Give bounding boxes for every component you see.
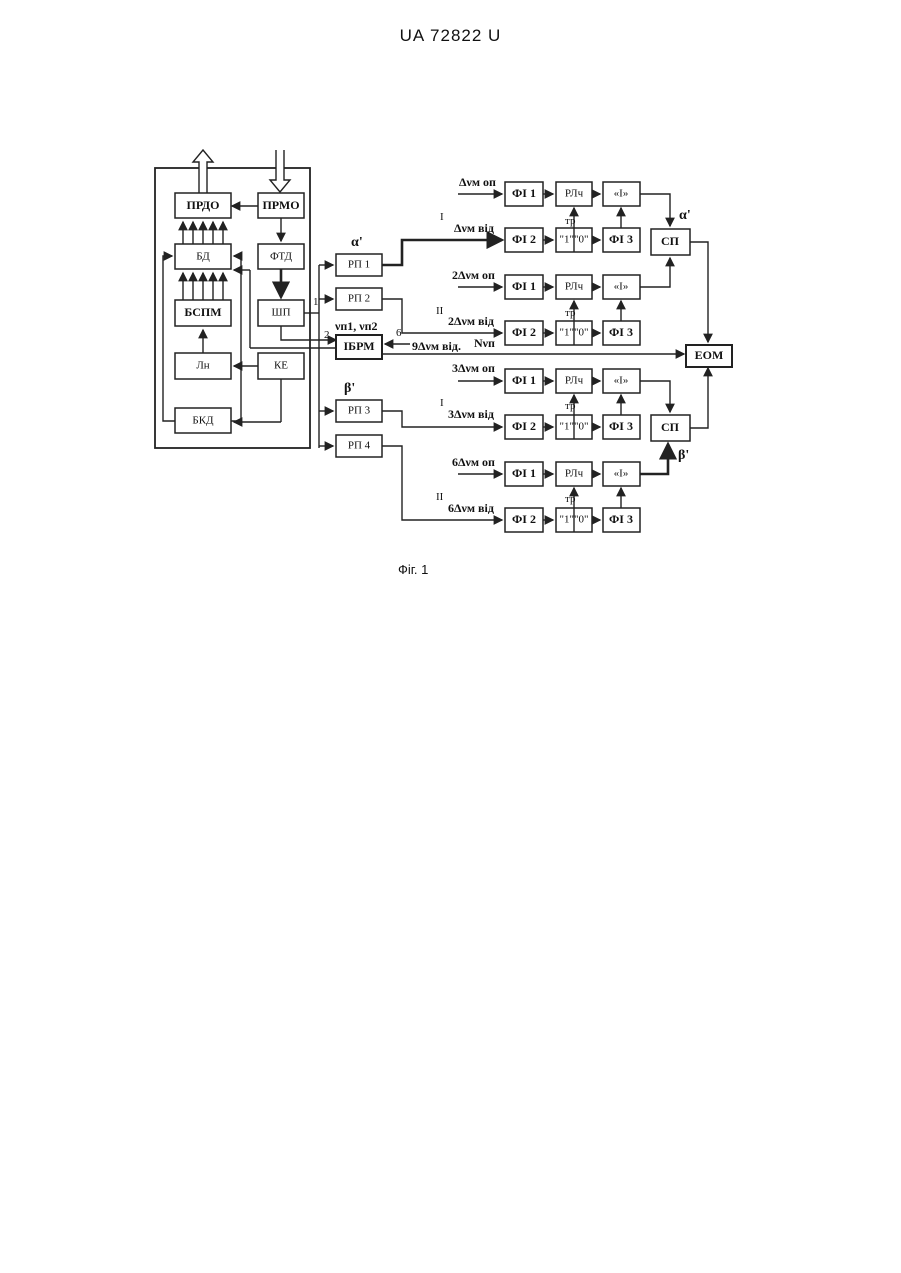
svg-text:I: I bbox=[440, 397, 444, 409]
alpha-left-label: α' bbox=[351, 235, 363, 250]
output-hollow-arrow bbox=[193, 150, 213, 193]
svg-text:«І»: «І» bbox=[614, 281, 629, 293]
svg-text:«І»: «І» bbox=[614, 468, 629, 480]
svg-text:ФІ 2: ФІ 2 bbox=[512, 419, 536, 433]
svg-text:2Δνм від: 2Δνм від bbox=[448, 314, 494, 328]
rp3-label: РП 3 bbox=[348, 405, 371, 417]
port2-label: 2 bbox=[324, 329, 330, 341]
svg-text:ФІ 3: ФІ 3 bbox=[609, 232, 633, 246]
svg-text:РЛч: РЛч bbox=[565, 188, 584, 200]
svg-text:"1""0": "1""0" bbox=[560, 327, 589, 339]
svg-text:II: II bbox=[436, 305, 444, 317]
input9-label: 9Δνм від. bbox=[412, 339, 461, 353]
shp-bus bbox=[304, 265, 333, 448]
bd-label: БД bbox=[196, 251, 210, 263]
rp4-label: РП 4 bbox=[348, 440, 371, 452]
svg-text:ФІ 1: ФІ 1 bbox=[512, 279, 536, 293]
shp-label: ШП bbox=[271, 307, 290, 319]
svg-text:3Δνм оп: 3Δνм оп bbox=[452, 361, 495, 375]
input-hollow-arrow bbox=[270, 150, 290, 192]
svg-text:РЛч: РЛч bbox=[565, 281, 584, 293]
ke-label: КЕ bbox=[274, 360, 288, 372]
svg-text:«І»: «І» bbox=[614, 188, 629, 200]
svg-text:"1""0": "1""0" bbox=[560, 421, 589, 433]
svg-text:2Δνм оп: 2Δνм оп bbox=[452, 268, 495, 282]
prmo-label: ПРМО bbox=[262, 198, 299, 212]
beta-right-label: β' bbox=[678, 448, 689, 463]
nu-pair-label: νп1, νп2 bbox=[334, 319, 378, 333]
svg-text:ФІ 1: ФІ 1 bbox=[512, 466, 536, 480]
figure-caption: Фіг. 1 bbox=[398, 562, 428, 577]
svg-text:II: II bbox=[436, 491, 444, 503]
eom-label: ЕОМ bbox=[695, 348, 724, 362]
bspm-label: БСПМ bbox=[184, 305, 221, 319]
sp-beta-label: СП bbox=[661, 420, 680, 434]
svg-text:ФІ 2: ФІ 2 bbox=[512, 232, 536, 246]
ibrm-label: ІБРМ bbox=[343, 339, 374, 353]
beta-left-label: β' bbox=[344, 381, 355, 396]
svg-text:6Δνм оп: 6Δνм оп bbox=[452, 455, 495, 469]
svg-text:"1""0": "1""0" bbox=[560, 514, 589, 526]
bkd-label: БКД bbox=[192, 415, 214, 427]
rp-outputs bbox=[382, 240, 502, 520]
sp-alpha-label: СП bbox=[661, 234, 680, 248]
svg-text:тр: тр bbox=[565, 493, 576, 505]
ftd-label: ФТД bbox=[270, 251, 292, 263]
svg-text:тр: тр bbox=[565, 215, 576, 227]
svg-text:тр: тр bbox=[565, 400, 576, 412]
svg-text:ФІ 2: ФІ 2 bbox=[512, 325, 536, 339]
svg-text:тр: тр bbox=[565, 307, 576, 319]
port1-label: 1 bbox=[313, 296, 319, 308]
n-nu-label: Nνп bbox=[474, 336, 495, 350]
svg-text:ФІ 3: ФІ 3 bbox=[609, 512, 633, 526]
ln-label: Лн bbox=[196, 360, 209, 372]
svg-text:6Δνм від: 6Δνм від bbox=[448, 501, 494, 515]
svg-text:I: I bbox=[440, 211, 444, 223]
svg-text:ФІ 3: ФІ 3 bbox=[609, 325, 633, 339]
prdo-label: ПРДО bbox=[187, 198, 220, 212]
svg-text:ФІ 1: ФІ 1 bbox=[512, 186, 536, 200]
rp2-label: РП 2 bbox=[348, 293, 370, 305]
alpha-right-label: α' bbox=[679, 208, 691, 223]
svg-text:ФІ 1: ФІ 1 bbox=[512, 373, 536, 387]
svg-text:"1""0": "1""0" bbox=[560, 234, 589, 246]
port6-label: 6 bbox=[396, 327, 402, 339]
svg-text:РЛч: РЛч bbox=[565, 375, 584, 387]
svg-text:ФІ 3: ФІ 3 bbox=[609, 419, 633, 433]
svg-text:Δνм від: Δνм від bbox=[454, 221, 494, 235]
svg-text:РЛч: РЛч bbox=[565, 468, 584, 480]
svg-text:«І»: «І» bbox=[614, 375, 629, 387]
svg-text:3Δνм від: 3Δνм від bbox=[448, 407, 494, 421]
rp1-label: РП 1 bbox=[348, 259, 370, 271]
svg-text:ФІ 2: ФІ 2 bbox=[512, 512, 536, 526]
svg-text:Δνм оп: Δνм оп bbox=[459, 175, 496, 189]
